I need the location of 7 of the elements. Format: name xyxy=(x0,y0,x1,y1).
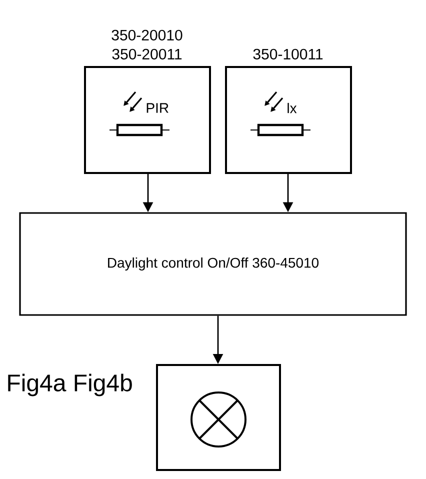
control-box: Daylight control On/Off 360-45010 xyxy=(19,212,407,316)
sensor-box: 350-10011 lx xyxy=(225,48,352,174)
lamp-box xyxy=(156,364,281,471)
figure-label: Fig4a Fig4b xyxy=(8,374,132,396)
node-label: 350-10011 xyxy=(253,48,323,60)
sensor-box: 350-20010 350-20011 PIR xyxy=(84,30,211,174)
node-label: 350-20010 350-20011 xyxy=(112,30,182,60)
